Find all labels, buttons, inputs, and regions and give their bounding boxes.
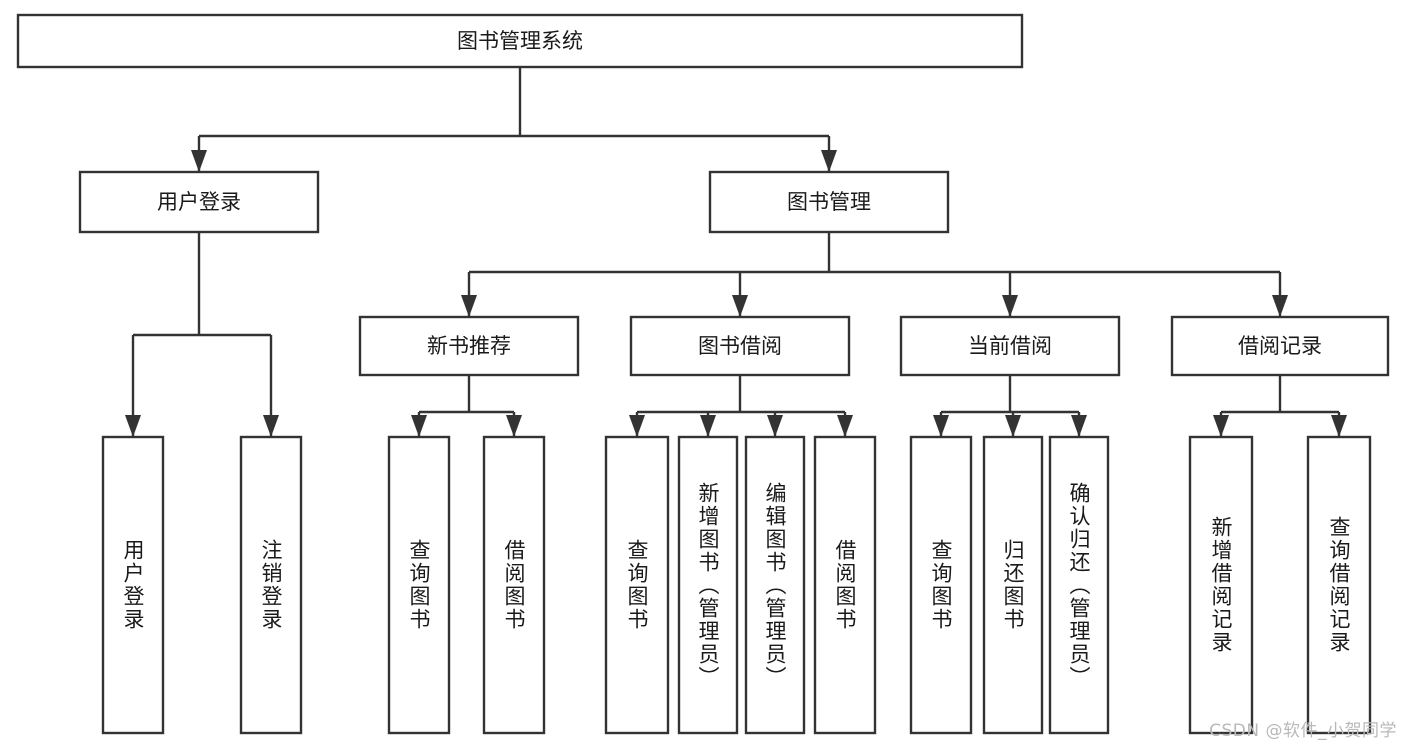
arrow-head-icon xyxy=(191,150,207,172)
arrow-head-icon xyxy=(1272,295,1288,317)
node-level3-label-2: 当前借阅 xyxy=(968,334,1052,358)
node-level2-box-0 xyxy=(78,170,320,234)
arrow-head-icon xyxy=(1002,295,1018,317)
arrow-head-icon xyxy=(411,415,427,437)
node-leaf-box-7 xyxy=(813,435,877,735)
node-level3-label-0: 新书推荐 xyxy=(427,334,511,358)
node-leaf-box-11 xyxy=(1188,435,1254,735)
arrow-head-icon xyxy=(1071,415,1087,437)
node-level2-label-1: 图书管理 xyxy=(787,190,871,214)
node-leaf-box-3 xyxy=(482,435,546,735)
node-leaf-box-8 xyxy=(909,435,973,735)
node-leaf-box-5 xyxy=(677,435,739,735)
node-root-box xyxy=(16,13,1024,69)
node-level3-box-1 xyxy=(629,315,851,377)
node-leaf-box-6 xyxy=(744,435,806,735)
node-level3-box-2 xyxy=(899,315,1121,377)
arrow-head-icon xyxy=(629,415,645,437)
arrow-head-icon xyxy=(837,415,853,437)
arrow-head-icon xyxy=(700,415,716,437)
node-leaf-box-10 xyxy=(1048,435,1110,735)
node-level3-box-3 xyxy=(1170,315,1390,377)
arrow-head-icon xyxy=(1005,415,1021,437)
node-root-label: 图书管理系统 xyxy=(457,29,583,53)
node-leaf-box-9 xyxy=(982,435,1044,735)
arrow-head-icon xyxy=(732,295,748,317)
node-leaf-box-12 xyxy=(1306,435,1372,735)
node-level2-box-1 xyxy=(708,170,950,234)
watermark-text: CSDN @软件_小贺同学 xyxy=(1209,721,1397,741)
arrow-head-icon xyxy=(263,415,279,437)
arrow-head-icon xyxy=(767,415,783,437)
arrow-head-icon xyxy=(933,415,949,437)
arrow-head-icon xyxy=(461,295,477,317)
node-leaf-box-0 xyxy=(101,435,165,735)
arrow-head-icon xyxy=(125,415,141,437)
node-level3-label-1: 图书借阅 xyxy=(698,334,782,358)
node-leaf-box-2 xyxy=(387,435,451,735)
node-level3-label-3: 借阅记录 xyxy=(1238,334,1322,358)
arrow-head-icon xyxy=(1331,415,1347,437)
arrow-head-icon xyxy=(821,150,837,172)
boxes-layer xyxy=(16,13,1390,735)
edges-layer xyxy=(125,67,1347,437)
node-leaf-box-1 xyxy=(239,435,303,735)
arrow-head-icon xyxy=(506,415,522,437)
node-level2-label-0: 用户登录 xyxy=(157,190,241,214)
arrow-head-icon xyxy=(1213,415,1229,437)
node-level3-box-0 xyxy=(358,315,580,377)
node-leaf-box-4 xyxy=(604,435,670,735)
